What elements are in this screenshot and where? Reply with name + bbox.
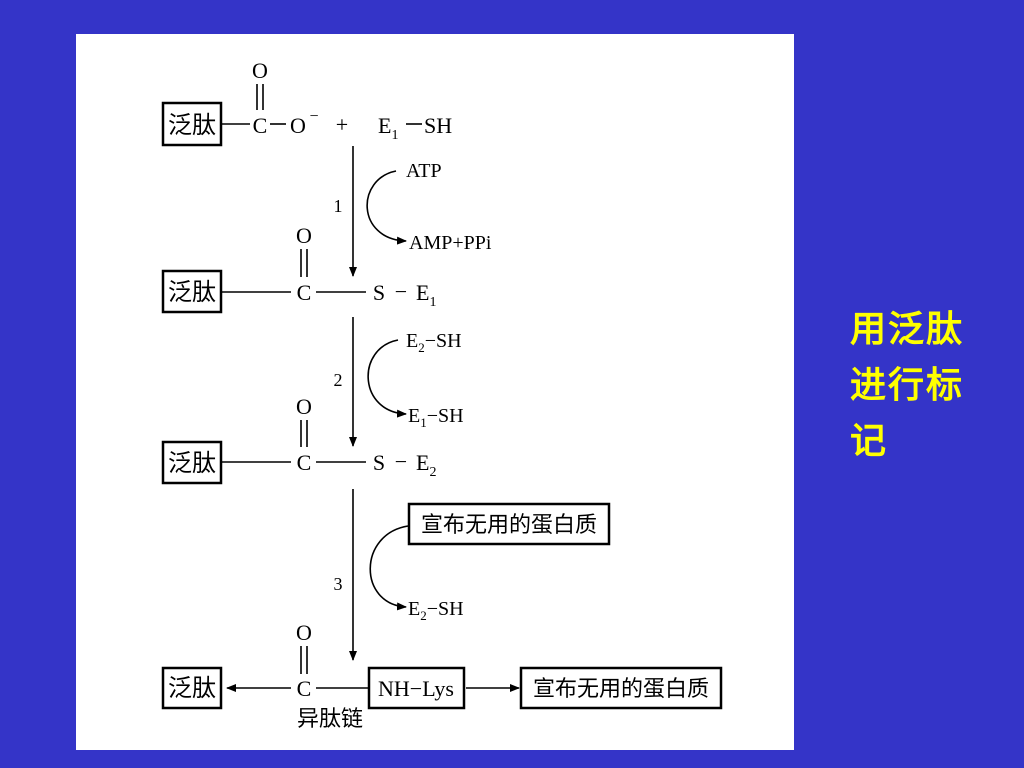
- carbon-4: C: [297, 676, 312, 701]
- e2-enzyme: E2: [416, 450, 436, 480]
- sulfur-2: S: [373, 280, 385, 305]
- step-1-curve: [366, 170, 407, 245]
- e2-sh-out: E2−SH: [408, 598, 464, 623]
- isopeptide-label: 异肽链: [297, 706, 363, 731]
- e2-sh-in: E2−SH: [406, 330, 462, 355]
- tag-label-top: 宣布无用的蛋白质: [421, 512, 597, 537]
- tag-box-bottom: [519, 666, 723, 710]
- e1-enzyme: E1: [416, 280, 436, 310]
- nh-lys-box: [367, 666, 466, 710]
- atp-label: ATP: [406, 160, 442, 182]
- ubiquitination-diagram: 泛肽 O C O − + E1 SH 1 ATP AMP+PPi 泛肽 O C …: [161, 58, 723, 731]
- tag-box-top: [407, 502, 611, 546]
- row-3: 泛肽 O C S − E2: [161, 394, 436, 485]
- ubiquitin-label-3: 泛肽: [168, 450, 216, 477]
- ubiquitin-label-1: 泛肽: [168, 112, 216, 139]
- oxygen-1: O: [252, 58, 268, 83]
- carbon-3: C: [297, 450, 312, 475]
- tag-label-bottom: 宣布无用的蛋白质: [533, 676, 709, 701]
- step-2-number: 2: [334, 370, 343, 390]
- plus-sign: +: [336, 112, 348, 137]
- minus-sign: −: [309, 108, 318, 125]
- nh-lys-label: NH−Lys: [378, 676, 454, 701]
- ubiquitin-label-4: 泛肽: [168, 675, 216, 702]
- row-1: 泛肽 O C O − + E1 SH: [161, 58, 452, 147]
- e1-sh-reactant: E1: [378, 113, 398, 143]
- oxygen-4: O: [296, 620, 312, 645]
- row-2: 泛肽 O C S − E1: [161, 223, 436, 314]
- carboxylate-oxygen: O: [290, 113, 306, 138]
- step-3-number: 3: [334, 574, 343, 594]
- sh-reactant: SH: [424, 113, 452, 138]
- step-1-number: 1: [334, 196, 343, 216]
- oxygen-2: O: [296, 223, 312, 248]
- ubiquitin-box-4: [161, 666, 223, 710]
- e1-sh-out: E1−SH: [408, 405, 464, 430]
- dash-2: −: [395, 279, 407, 304]
- row-4: 泛肽 O C NH−Lys 宣布无用的蛋白质 异肽链: [161, 620, 723, 731]
- step-2-curve: [367, 339, 407, 418]
- amp-ppi-label: AMP+PPi: [409, 232, 492, 254]
- carbon-1: C: [253, 113, 268, 138]
- sulfur-3: S: [373, 450, 385, 475]
- carbon-2: C: [297, 280, 312, 305]
- oxygen-3: O: [296, 394, 312, 419]
- step-3-curve: [369, 525, 409, 611]
- ubiquitin-box-1: [161, 101, 223, 147]
- diagram-panel: 泛肽 O C O − + E1 SH 1 ATP AMP+PPi 泛肽 O C …: [76, 34, 794, 750]
- ubiquitin-label-2: 泛肽: [168, 279, 216, 306]
- dash-3: −: [395, 449, 407, 474]
- side-title: 用泛肽进行标记: [850, 309, 965, 462]
